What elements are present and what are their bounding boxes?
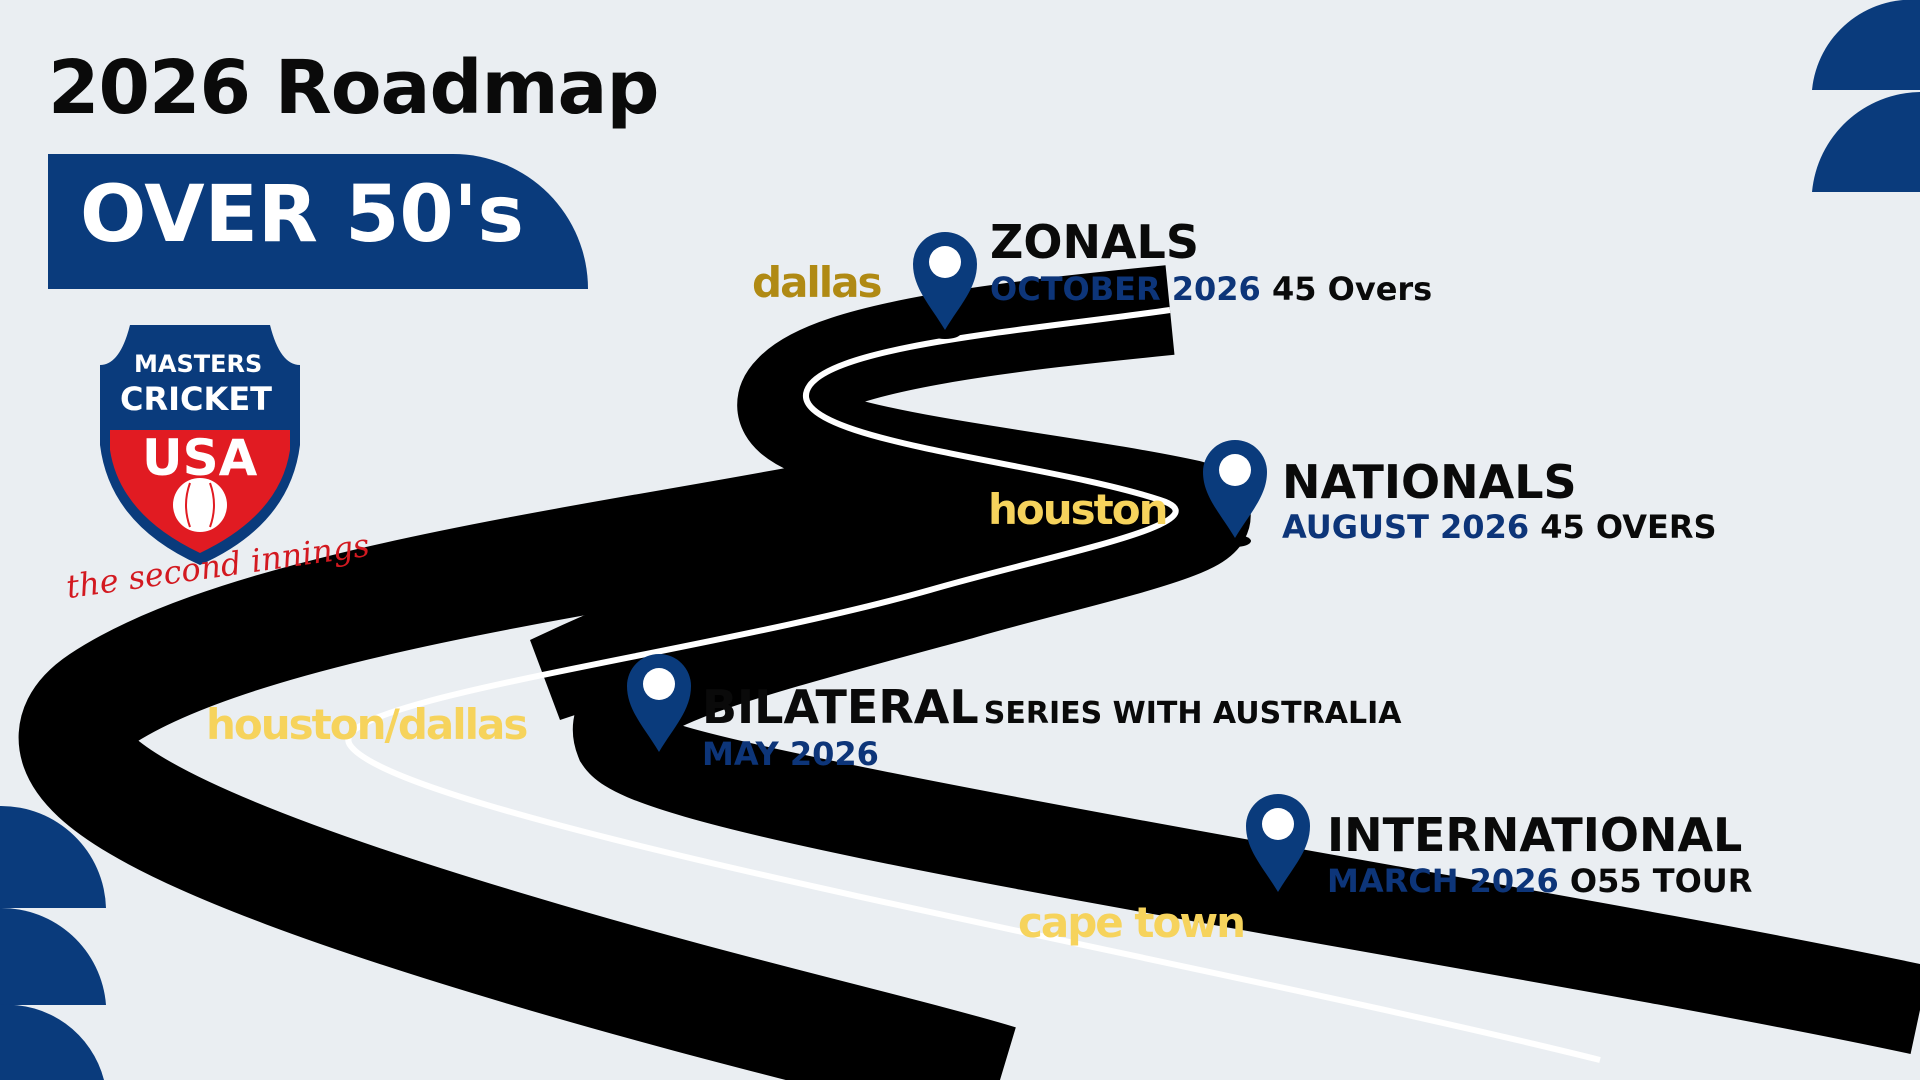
road-fill-patch: [530, 455, 1191, 720]
road-body: [573, 265, 1920, 1055]
event-title-bilateral: BILATERAL: [702, 680, 979, 734]
event-date-bilateral: MAY 2026: [702, 735, 879, 773]
corner-decor-bottom-left: [0, 805, 106, 1080]
category-badge: [48, 154, 588, 289]
event-date: MARCH 2026: [1327, 862, 1559, 900]
map-pin-icon: [627, 654, 691, 761]
city-label-dallas: dallas: [752, 258, 883, 307]
event-title-zonals: ZONALS: [990, 215, 1199, 269]
event-heading-bilateral: BILATERAL SERIES WITH AUSTRALIA: [702, 680, 1401, 734]
event-title-international: INTERNATIONAL: [1327, 808, 1743, 862]
logo-line-masters: MASTERS: [134, 350, 263, 378]
event-subtitle: SERIES WITH AUSTRALIA: [983, 696, 1402, 731]
city-label-houston: houston: [988, 485, 1168, 534]
map-pin-icon: [1203, 440, 1267, 547]
event-line-nationals: AUGUST 2026 45 OVERS: [1282, 508, 1717, 546]
event-line-zonals: OCTOBER 2026 45 Overs: [990, 270, 1432, 308]
category-badge-label: OVER 50's: [80, 170, 524, 260]
event-detail: O55 TOUR: [1569, 862, 1753, 900]
map-pin-icon: [1246, 794, 1310, 901]
event-detail: 45 OVERS: [1540, 508, 1717, 546]
logo-line-cricket: CRICKET: [120, 380, 272, 418]
event-title-nationals: NATIONALS: [1282, 455, 1577, 509]
logo-line-usa: USA: [142, 429, 258, 487]
masters-cricket-usa-logo: MASTERS CRICKET USA the second innings: [64, 325, 372, 606]
shield-logo: [100, 325, 300, 565]
page-title: 2026 Roadmap: [48, 45, 659, 131]
city-label-houston-dallas: houston/dallas: [206, 700, 528, 749]
map-pin-icon: [913, 232, 977, 339]
event-date: AUGUST 2026: [1282, 508, 1530, 546]
event-detail: 45 Overs: [1271, 270, 1433, 308]
event-line-international: MARCH 2026 O55 TOUR: [1327, 862, 1752, 900]
city-label-cape-town: cape town: [1018, 898, 1246, 947]
road-body-west: [18, 427, 1016, 1080]
road-center-line: [345, 307, 1601, 1063]
event-date: OCTOBER 2026: [990, 270, 1261, 308]
corner-decor-top-right: [1812, 0, 1920, 192]
